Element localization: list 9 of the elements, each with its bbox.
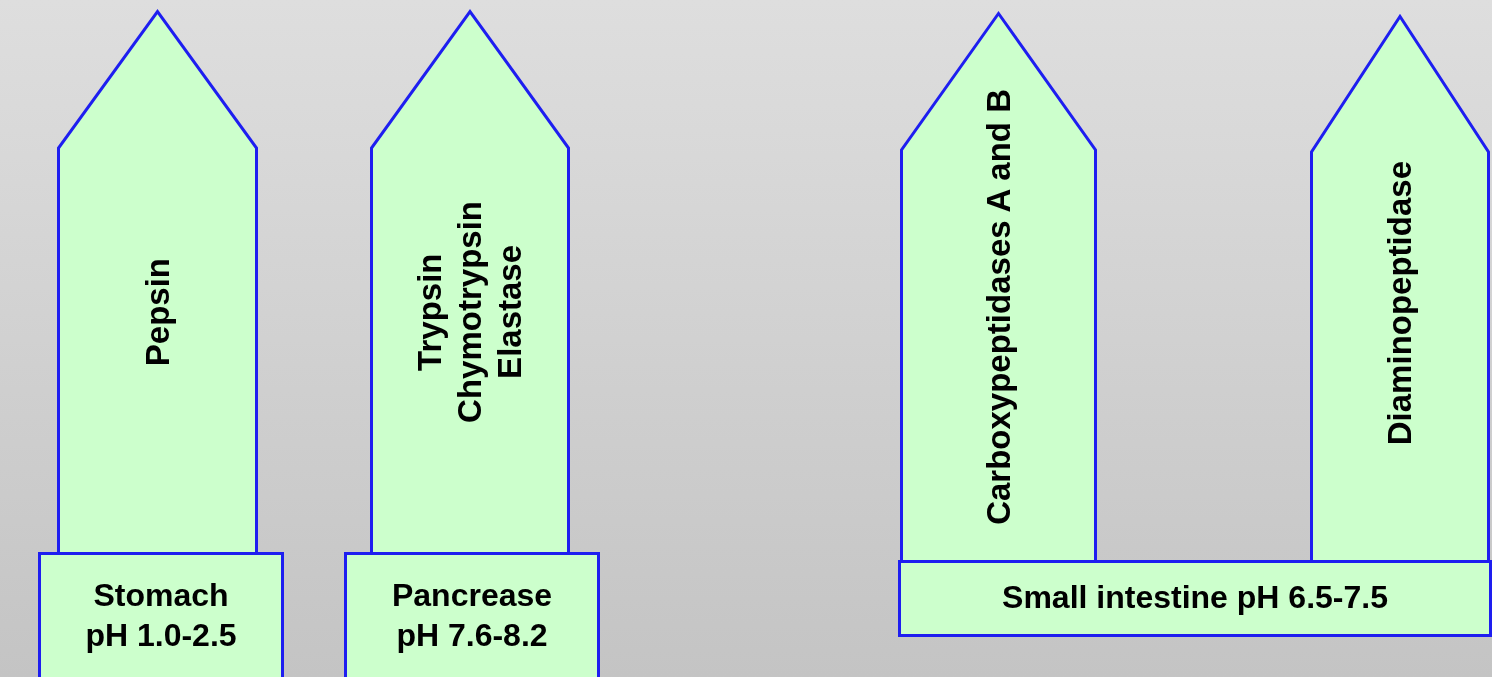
- enzyme-label: Elastase: [490, 245, 529, 379]
- enzyme-label: Carboxypeptidases A and B: [978, 89, 1018, 525]
- organ-box: Small intestine pH 6.5-7.5: [898, 560, 1492, 637]
- enzyme-label: Chymotrypsin: [450, 201, 489, 423]
- enzyme-label: Pepsin: [137, 257, 177, 367]
- enzyme-label: Diaminopeptidase: [1380, 161, 1419, 446]
- enzyme-label: Trypsin: [410, 253, 449, 371]
- organ-box: Pancrease pH 7.6-8.2: [344, 552, 600, 677]
- organ-box: Stomach pH 1.0-2.5: [38, 552, 284, 677]
